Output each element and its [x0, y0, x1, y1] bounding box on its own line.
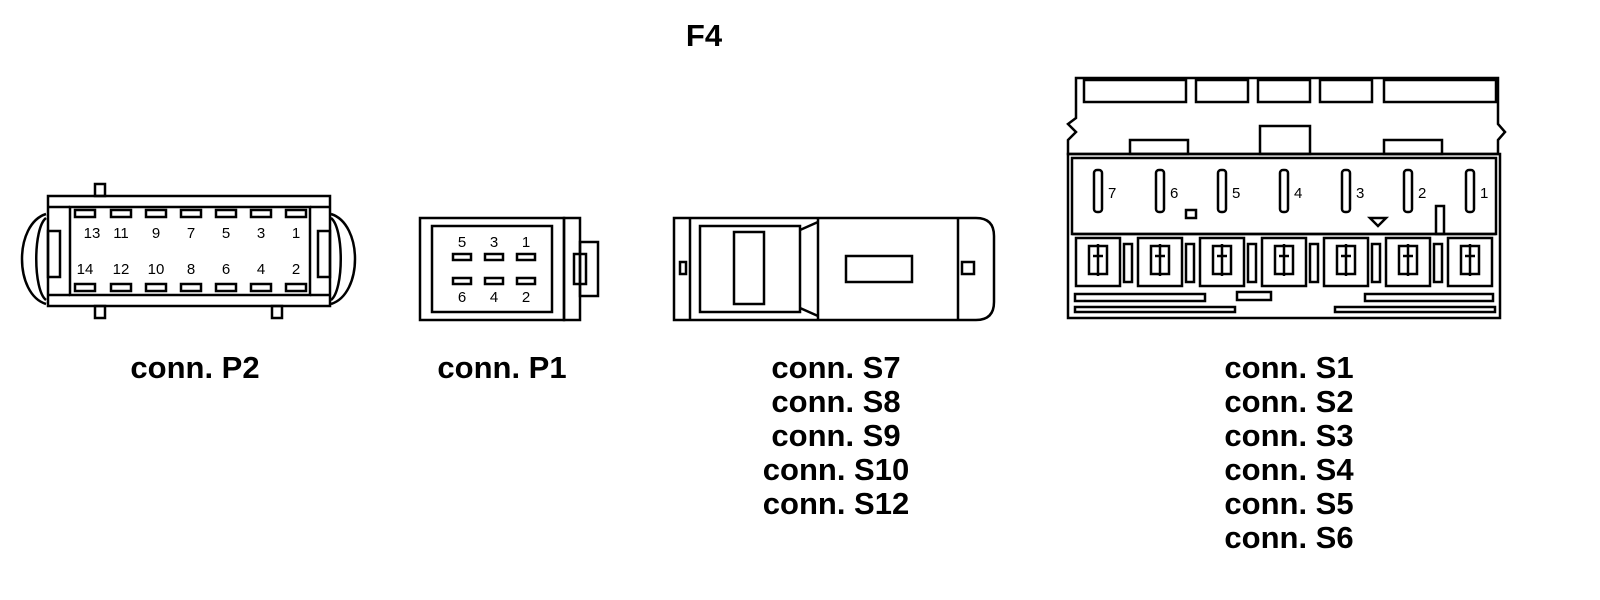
pin-number: 5: [1232, 185, 1240, 202]
pin-number: 4: [490, 289, 498, 306]
pin-number: 5: [222, 225, 230, 242]
terminal-slot: [1402, 168, 1414, 214]
pin-slot: [451, 252, 473, 262]
pin-number: 5: [458, 234, 466, 251]
pin-number: 4: [257, 261, 265, 278]
pin-slot: [109, 282, 133, 293]
pin-number: 1: [1480, 185, 1488, 202]
terminal-cell: [1198, 236, 1258, 288]
pin-slot: [214, 282, 238, 293]
pin-number: 4: [1294, 185, 1302, 202]
caption-p2: conn. P2: [130, 350, 260, 385]
pin-number: 6: [1170, 185, 1178, 202]
s-large-terminal-group: [1074, 236, 1494, 288]
figure-title: F4: [686, 18, 723, 53]
pin-number: 1: [522, 234, 530, 251]
pin-slot: [483, 252, 505, 262]
pin-slot: [284, 208, 308, 219]
pin-slot: [179, 208, 203, 219]
pin-number: 3: [490, 234, 498, 251]
pin-number: 6: [222, 261, 230, 278]
pin-number: 3: [257, 225, 265, 242]
pin-number: 11: [113, 225, 129, 242]
pin-slot: [179, 282, 203, 293]
pin-number: 2: [292, 261, 300, 278]
pin-slot: [451, 276, 473, 286]
pin-number: 12: [113, 261, 130, 278]
pin-number: 10: [148, 261, 165, 278]
pin-slot: [515, 252, 537, 262]
terminal-cell: [1384, 236, 1444, 288]
pin-slot: [249, 208, 273, 219]
pin-number: 3: [1356, 185, 1364, 202]
connector-s7-s12: [672, 216, 996, 322]
pin-number: 14: [77, 261, 94, 278]
pin-slot: [109, 208, 133, 219]
connector-s1-s6: 7 6 5 4 3 2 1: [1066, 76, 1507, 320]
pin-slot: [214, 208, 238, 219]
caption-line: conn. S12: [762, 486, 910, 521]
caption-line: conn. S2: [1224, 384, 1354, 419]
pin-number: 6: [458, 289, 466, 306]
caption-line: conn. S8: [771, 384, 901, 419]
terminal-cell: [1446, 236, 1494, 288]
pin-number: 13: [84, 225, 101, 242]
p1-pin-group: 5 3 1 6 4 2: [451, 234, 537, 306]
caption-line: conn. S1: [1224, 350, 1354, 385]
pin-slot: [284, 282, 308, 293]
terminal-slot: [1216, 168, 1228, 214]
caption-line: conn. S10: [762, 452, 910, 487]
s-large-pin-group: 7 6 5 4 3 2 1: [1092, 168, 1488, 214]
caption-line: conn. S4: [1224, 452, 1354, 487]
pin-slot: [144, 208, 168, 219]
caption-line: conn. S9: [771, 418, 901, 453]
terminal-cell: [1322, 236, 1382, 288]
pin-number: 7: [1108, 185, 1116, 202]
terminal-cell: [1074, 236, 1134, 288]
terminal-slot: [1092, 168, 1104, 214]
caption-line: conn. S5: [1224, 486, 1354, 521]
pin-number: 7: [187, 225, 195, 242]
connector-p2: 13 11 9 7 5 3 1 14 12 10 8 6 4 2: [20, 182, 357, 320]
terminal-slot: [1278, 168, 1290, 214]
terminal-slot: [1340, 168, 1352, 214]
connector-p1: 5 3 1 6 4 2: [418, 216, 600, 322]
pin-slot: [73, 282, 97, 293]
pin-number: 9: [152, 225, 160, 242]
caption-line: conn. S3: [1224, 418, 1354, 453]
terminal-cell: [1260, 236, 1320, 288]
p2-pin-group: 13 11 9 7 5 3 1 14 12 10 8 6 4 2: [73, 208, 308, 293]
terminal-cell: [1136, 236, 1196, 288]
terminal-slot: [1154, 168, 1166, 214]
pin-number: 1: [292, 225, 300, 242]
caption-p1: conn. P1: [437, 350, 567, 385]
pin-slot: [249, 282, 273, 293]
pin-slot: [73, 208, 97, 219]
caption-line: conn. S7: [771, 350, 901, 385]
pin-number: 2: [522, 289, 530, 306]
terminal-slot: [1464, 168, 1476, 214]
pin-number: 8: [187, 261, 195, 278]
pin-slot: [483, 276, 505, 286]
pin-number: 2: [1418, 185, 1426, 202]
caption-line: conn. S6: [1224, 520, 1354, 555]
pin-slot: [515, 276, 537, 286]
pin-slot: [144, 282, 168, 293]
